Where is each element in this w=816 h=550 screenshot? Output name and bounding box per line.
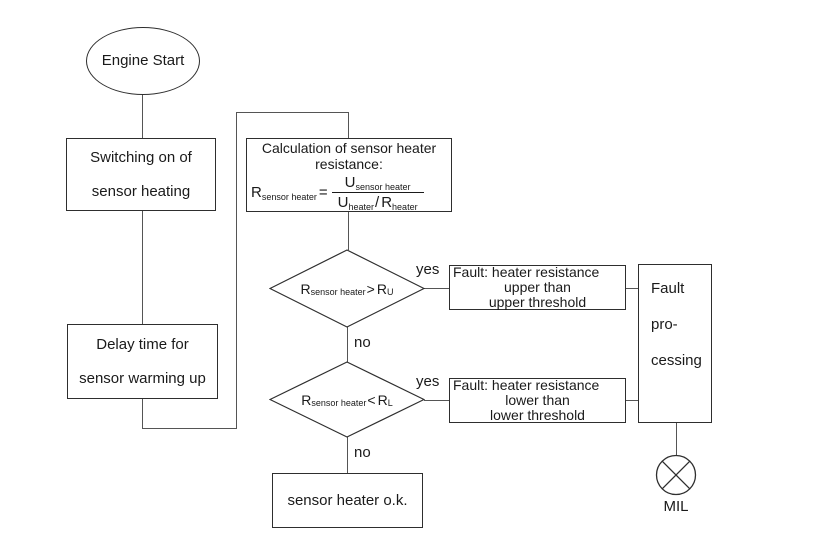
edge-delay-down-segment — [142, 399, 143, 428]
edge-decision-upper-no — [347, 327, 348, 362]
node-fault-processing: Fault pro- cessing — [638, 264, 712, 423]
node-switching-on: Switching on of sensor heating — [66, 138, 216, 211]
decision-upper-rhs-base: R — [376, 280, 387, 297]
formula-lhs-base: R — [251, 183, 262, 201]
fault-upper-line1: Fault: heater resistance — [453, 264, 600, 280]
fault-processing-line1: Fault — [651, 280, 685, 297]
delay-line1: Delay time for — [96, 335, 189, 353]
calculation-title-line1: Calculation of sensor heater — [261, 139, 437, 156]
mil-lamp-icon — [655, 454, 697, 496]
node-fault-upper: Fault: heater resistance upper than uppe… — [449, 265, 626, 310]
edge-calculation-to-decision-upper — [348, 212, 349, 250]
numerator-sub: sensor heater — [355, 181, 411, 192]
decision-lower-rhs-sub: L — [387, 397, 393, 408]
label-no-upper: no — [354, 334, 371, 351]
fault-lower-line2: lower than — [505, 392, 570, 408]
decision-lower-diamond-shape — [269, 361, 425, 438]
engine-start-label: Engine Start — [101, 52, 185, 69]
edge-loop-up-segment — [236, 112, 237, 428]
formula-fraction: Usensor heater Uheater/Rheater — [331, 173, 424, 212]
switching-line1: Switching on of — [90, 148, 192, 166]
decision-upper-lhs-base: R — [300, 280, 311, 297]
formula-equals: = — [318, 183, 328, 201]
edge-loop-to-calculation — [348, 112, 349, 138]
label-yes-upper: yes — [416, 261, 440, 278]
edge-fault-upper-to-processing — [626, 288, 638, 289]
fault-lower-line3: lower threshold — [490, 407, 585, 423]
node-delay-time: Delay time for sensor warming up — [67, 324, 218, 399]
calculation-title-line2: resistance: — [315, 155, 383, 172]
edge-decision-lower-no — [347, 437, 348, 473]
edge-decision-upper-yes — [424, 288, 449, 289]
mil-lamp-shape — [655, 454, 697, 496]
decision-lower-lhs-base: R — [301, 391, 312, 408]
delay-line2: sensor warming up — [79, 369, 206, 387]
mil-label: MIL — [663, 498, 689, 515]
decision-upper-lhs-sub: sensor heater — [310, 286, 366, 297]
decision-lower-rhs-base: R — [377, 391, 388, 408]
edge-switching-to-delay — [142, 211, 143, 324]
label-yes-lower: yes — [416, 373, 440, 390]
denominator-base1: U — [337, 193, 349, 211]
fault-processing-line3: cessing — [651, 352, 702, 369]
formula-numerator: Usensor heater — [331, 173, 424, 193]
label-no-lower: no — [354, 444, 371, 461]
denominator-sub1: heater — [348, 201, 375, 212]
formula-lhs: Rsensor heater= — [251, 183, 330, 202]
fault-upper-line2: upper than — [504, 279, 571, 295]
node-sensor-heater-ok: sensor heater o.k. — [272, 473, 423, 528]
decision-upper-operator: > — [366, 280, 375, 297]
denominator-base2: R — [381, 193, 393, 211]
edge-fault-lower-to-processing — [626, 400, 638, 401]
formula-lhs-sub: sensor heater — [261, 191, 317, 202]
denominator-slash: / — [375, 193, 380, 211]
edge-delay-bottom-segment — [142, 428, 237, 429]
formula-denominator: Uheater/Rheater — [332, 193, 424, 212]
edge-start-to-switching — [142, 95, 143, 138]
switching-line2: sensor heating — [91, 182, 191, 200]
decision-lower-lhs-sub: sensor heater — [311, 397, 367, 408]
decision-upper-diamond-shape — [269, 249, 425, 328]
node-calculation: Calculation of sensor heater resistance:… — [246, 138, 452, 212]
fault-upper-line3: upper threshold — [488, 294, 587, 310]
node-fault-lower: Fault: heater resistance lower than lowe… — [449, 378, 626, 423]
edge-loop-top-segment — [236, 112, 348, 113]
node-engine-start: Engine Start — [86, 27, 200, 95]
numerator-base: U — [344, 173, 356, 191]
edge-processing-to-mil — [676, 423, 677, 456]
calculation-formula: Rsensor heater= Usensor heater Uheater/R… — [247, 173, 424, 212]
fault-lower-line1: Fault: heater resistance — [453, 377, 600, 393]
sensor-heater-ok-label: sensor heater o.k. — [287, 491, 408, 509]
decision-lower-operator: < — [367, 391, 376, 408]
fault-processing-line2: pro- — [651, 316, 678, 333]
denominator-sub2: heater — [392, 201, 418, 212]
edge-decision-lower-yes — [424, 400, 449, 401]
decision-upper-rhs-sub: U — [386, 286, 394, 297]
